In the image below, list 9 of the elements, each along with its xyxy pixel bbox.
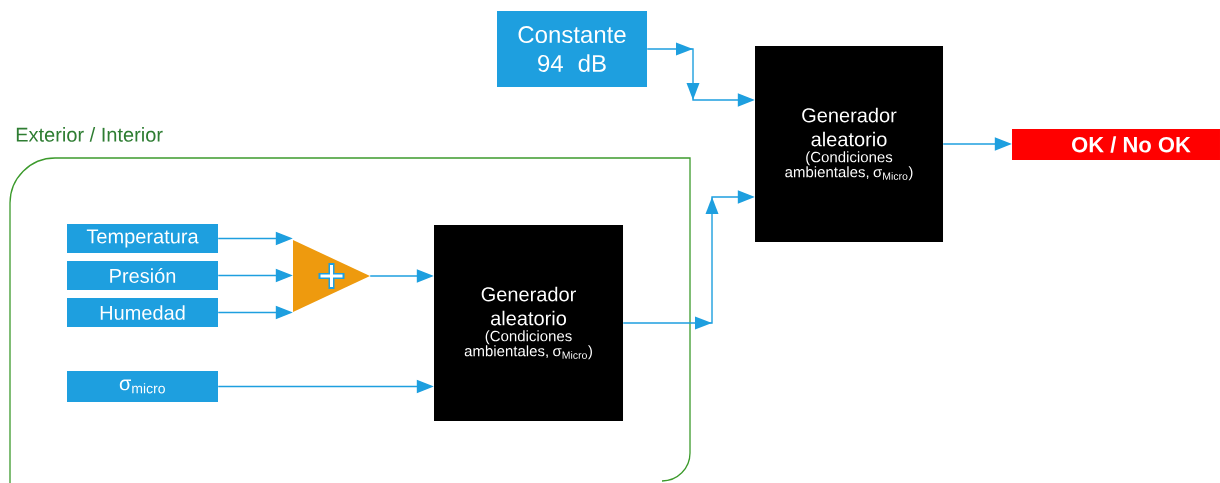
group-heading: Exterior / Interior (16, 127, 163, 142)
input-box: σ$_{micro}$ (67, 371, 218, 402)
input-box: Constante 94 dB (497, 11, 647, 87)
generator-block: Generador aleatorio (Condiciones ambientales, σ$_{Micro}$) (434, 225, 623, 421)
result-box: OK / No OK (1012, 129, 1220, 160)
input-box: Humedad (67, 298, 218, 327)
input-box: Temperatura (67, 224, 218, 253)
generator-block: Generador aleatorio (Condiciones ambientales, σ$_{Micro}$) (755, 46, 943, 242)
input-box: Presión (67, 261, 218, 290)
